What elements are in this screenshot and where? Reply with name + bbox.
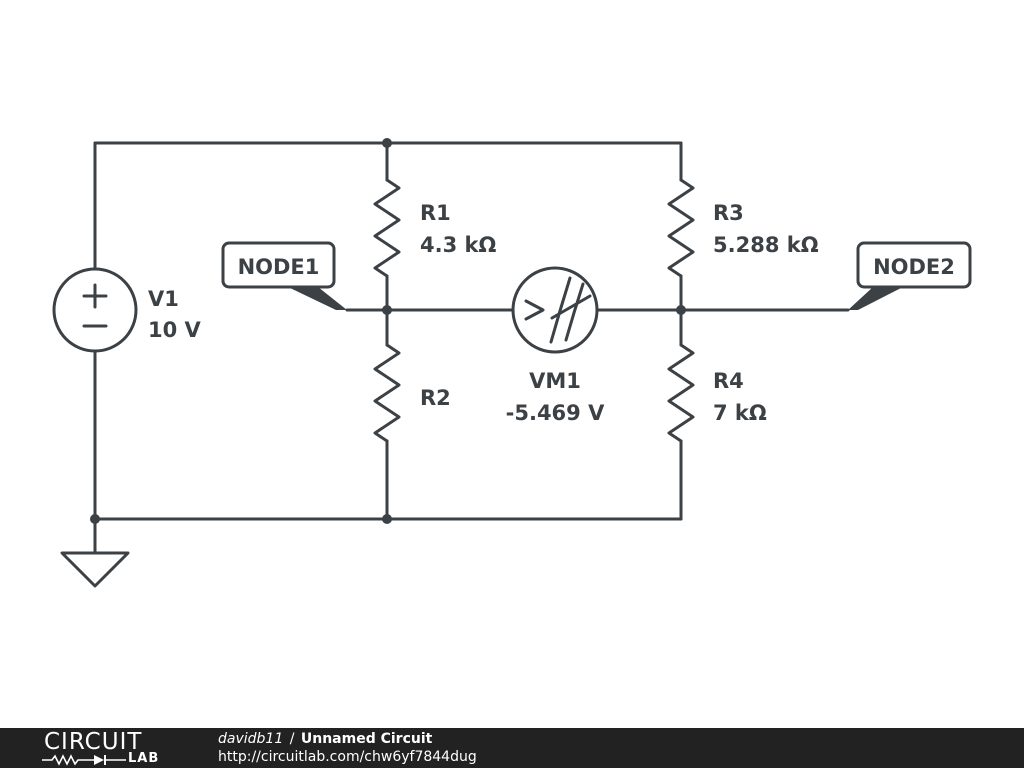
node1-text: NODE1	[238, 255, 320, 279]
circuit-meta: davidb11 / Unnamed Circuit http://circui…	[218, 730, 477, 766]
junction-dot	[382, 514, 392, 524]
r3-value-label: 5.288 kΩ	[713, 233, 819, 257]
vm1-name-label: VM1	[529, 369, 581, 393]
resistor-diode-logo-icon	[42, 754, 126, 766]
junction-dot	[90, 514, 100, 524]
vm1-value-label: -5.469 V	[506, 401, 605, 425]
circuitlab-logo[interactable]: CIRCUIT LAB	[40, 730, 180, 766]
resistor-r1[interactable]	[373, 178, 401, 278]
circuit-url[interactable]: http://circuitlab.com/chw6yf7844dug	[218, 749, 477, 765]
resistor-r4[interactable]	[667, 343, 695, 443]
circuit-title[interactable]: Unnamed Circuit	[300, 731, 433, 747]
resistor-r3[interactable]	[667, 178, 695, 278]
logo-text-circuit: CIRCUIT	[44, 729, 143, 755]
author-link[interactable]: davidb11	[218, 731, 284, 747]
node-label-node1[interactable]: NODE1	[221, 241, 347, 310]
node-label-node2[interactable]: NODE2	[848, 241, 972, 310]
voltage-source-v1[interactable]	[52, 267, 138, 353]
r3-name-label: R3	[713, 201, 744, 225]
r2-name-label: R2	[420, 386, 451, 410]
v1-name-label: V1	[148, 287, 179, 311]
ground-icon	[60, 551, 130, 588]
r1-name-label: R1	[420, 201, 451, 225]
resistor-r2[interactable]	[373, 343, 401, 443]
junction-dot	[676, 305, 686, 315]
logo-text-lab: LAB	[128, 751, 160, 766]
voltmeter-icon	[524, 299, 545, 321]
voltmeter-vm1[interactable]	[511, 266, 599, 354]
r4-value-label: 7 kΩ	[713, 401, 767, 425]
circuit-schematic: NODE1 NODE2 V1 10 V R1 4.3 kΩ R2 R3 5.28…	[52, 138, 972, 588]
node2-text: NODE2	[873, 255, 955, 279]
r4-name-label: R4	[713, 369, 744, 393]
meta-separator: /	[289, 731, 295, 747]
junction-dot	[382, 138, 392, 148]
footer-bar: CIRCUIT LAB davidb11 / Unnamed Circuit h…	[0, 728, 1024, 768]
junction-dot	[382, 305, 392, 315]
r1-value-label: 4.3 kΩ	[420, 233, 496, 257]
v1-value-label: 10 V	[148, 318, 202, 342]
